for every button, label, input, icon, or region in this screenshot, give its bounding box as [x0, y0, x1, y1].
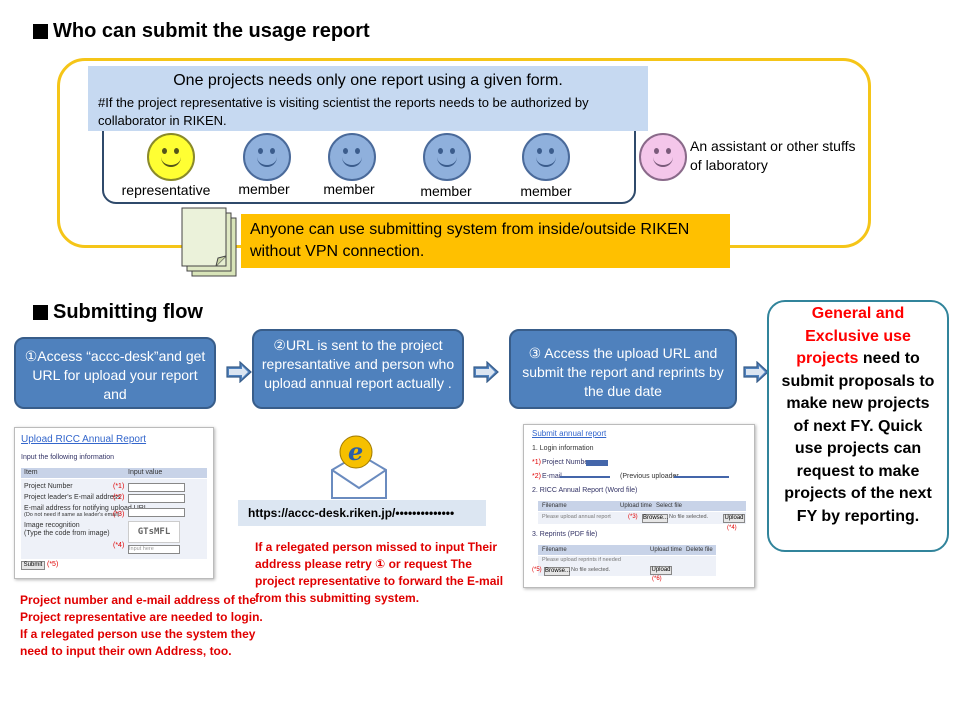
form2-col-filename: Filename: [542, 503, 567, 509]
section-heading-flow: Submitting flow: [33, 301, 203, 324]
next-fy-text: need to submit proposals to make new pro…: [781, 350, 935, 525]
member-face-icon: [328, 133, 376, 181]
redacted-value: [586, 460, 608, 466]
form2-col-delete-file: Delete file: [686, 547, 713, 553]
browse-report-button[interactable]: Browse...: [642, 514, 669, 523]
form1-mark: (*3): [113, 511, 125, 518]
upload-url: https://accc-desk.riken.jp/•••••••••••••…: [238, 500, 486, 526]
svg-text:e: e: [348, 437, 363, 466]
form1-row: Project leader's E-mail address: [24, 494, 121, 501]
person-label-member: member: [520, 183, 572, 199]
upload-form-screenshot: Submit annual report 1. Login informatio…: [523, 424, 755, 588]
vpn-note-text: Anyone can use submitting system from in…: [250, 221, 690, 260]
member-face-icon: [243, 133, 291, 181]
captcha-input[interactable]: Input here: [128, 545, 180, 554]
document-stack-icon: [181, 207, 237, 277]
assistant-label: An assistant or other stuffs of laborato…: [690, 138, 856, 173]
section-heading-who: Who can submit the usage report: [33, 20, 370, 43]
form2-please-upload-report: Please upload annual report: [542, 514, 611, 520]
note-box: [88, 66, 648, 131]
right-arrow-icon: [743, 361, 769, 383]
note-title: One projects needs only one report using…: [173, 72, 563, 89]
form2-col-upload-time: Upload time: [620, 503, 653, 509]
form2-mark: (*6): [652, 576, 662, 582]
section-heading-flow-text: Submitting flow: [53, 301, 203, 323]
form1-row: Image recognition: [24, 522, 80, 529]
form2-no-file: No file selected.: [571, 567, 611, 573]
person-label-representative: representative: [121, 182, 211, 198]
form1-mark: (*4): [113, 542, 125, 549]
form1-row: E-mail address for notifying upload URL: [24, 505, 148, 512]
member-face-icon: [423, 133, 471, 181]
form2-mark: (*4): [727, 525, 737, 531]
form2-title: Submit annual report: [532, 429, 607, 438]
form1-submit-button[interactable]: Submit: [21, 561, 45, 570]
next-fy-red-text: General and Exclusive use projects: [796, 305, 911, 367]
form1-row: (Do not need if same as leader's email): [24, 512, 120, 518]
form1-row: (Type the code from image): [24, 530, 110, 537]
right-arrow-icon: [226, 361, 252, 383]
form2-login: 1. Login information: [532, 445, 594, 452]
form1-title: Upload RICC Annual Report: [21, 434, 147, 445]
form1-mark: (*1): [113, 483, 125, 490]
upload-reprint-button[interactable]: Upload: [650, 566, 672, 575]
form1-row: Project Number: [24, 483, 73, 490]
square-bullet-icon: [33, 305, 48, 320]
leader-email-input[interactable]: [128, 494, 185, 503]
form2-mark: (*3): [628, 514, 638, 520]
form2-col-filename: Filename: [542, 547, 567, 553]
notify-email-input[interactable]: [128, 508, 185, 517]
form1-col-value: Input value: [128, 469, 163, 476]
person-label-member: member: [420, 183, 472, 199]
form2-section-word: 2. RICC Annual Report (Word file): [532, 487, 638, 494]
vpn-note-box: [241, 214, 730, 268]
email-envelope-icon: e: [331, 435, 387, 499]
form2-mark: *2): [532, 473, 541, 480]
person-label-member: member: [323, 181, 375, 197]
form2-project-number: Project Number: [542, 459, 591, 466]
form1-subtitle: Input the following information: [21, 454, 114, 461]
captcha-image: GTsMFL: [128, 521, 180, 543]
step-3-box: ③ Access the upload URL and submit the r…: [509, 329, 737, 409]
form2-no-file: No file selected.: [669, 514, 709, 520]
assistant-face-icon: [639, 133, 687, 181]
project-number-input[interactable]: [128, 483, 185, 492]
form1-col-item: Item: [24, 469, 38, 476]
upload-report-button[interactable]: Upload: [723, 514, 745, 523]
form2-email: E-mail: [542, 473, 562, 480]
form2-col-upload-time: Upload time: [650, 547, 683, 553]
step-2-box: ②URL is sent to the project represantati…: [252, 329, 464, 409]
form1-mark: (*5): [47, 561, 59, 568]
redacted-value: [560, 476, 610, 478]
member-face-icon: [522, 133, 570, 181]
next-fy-box: General and Exclusive use projects need …: [767, 300, 949, 552]
note-text: #If the project representative is visiti…: [98, 95, 589, 128]
step-1-box: ①Access “accc-desk”and get URL for uploa…: [14, 337, 216, 409]
square-bullet-icon: [33, 24, 48, 39]
browse-reprint-button[interactable]: Browse...: [544, 567, 571, 576]
form2-section-pdf: 3. Reprints (PDF file): [532, 531, 598, 538]
form2-please-upload-reprints: Please upload reprints if needed: [542, 557, 621, 563]
form1-mark: (*2): [113, 494, 125, 501]
redacted-value: [674, 476, 729, 478]
person-label-member: member: [238, 181, 290, 197]
form2-col-select-file: Select file: [656, 503, 683, 509]
form2-mark: (*5): [532, 567, 542, 573]
login-note: Project number and e-mail address of the…: [20, 593, 263, 658]
form2-mark: *1): [532, 459, 541, 466]
retry-note: If a relegated person missed to input Th…: [255, 540, 504, 605]
form2-prev-uploader: (Previous uploader: [620, 473, 679, 480]
section-heading-who-text: Who can submit the usage report: [53, 20, 370, 42]
representative-face-icon: [147, 133, 195, 181]
right-arrow-icon: [473, 361, 499, 383]
login-form-screenshot: Upload RICC Annual Report Input the foll…: [14, 427, 214, 579]
